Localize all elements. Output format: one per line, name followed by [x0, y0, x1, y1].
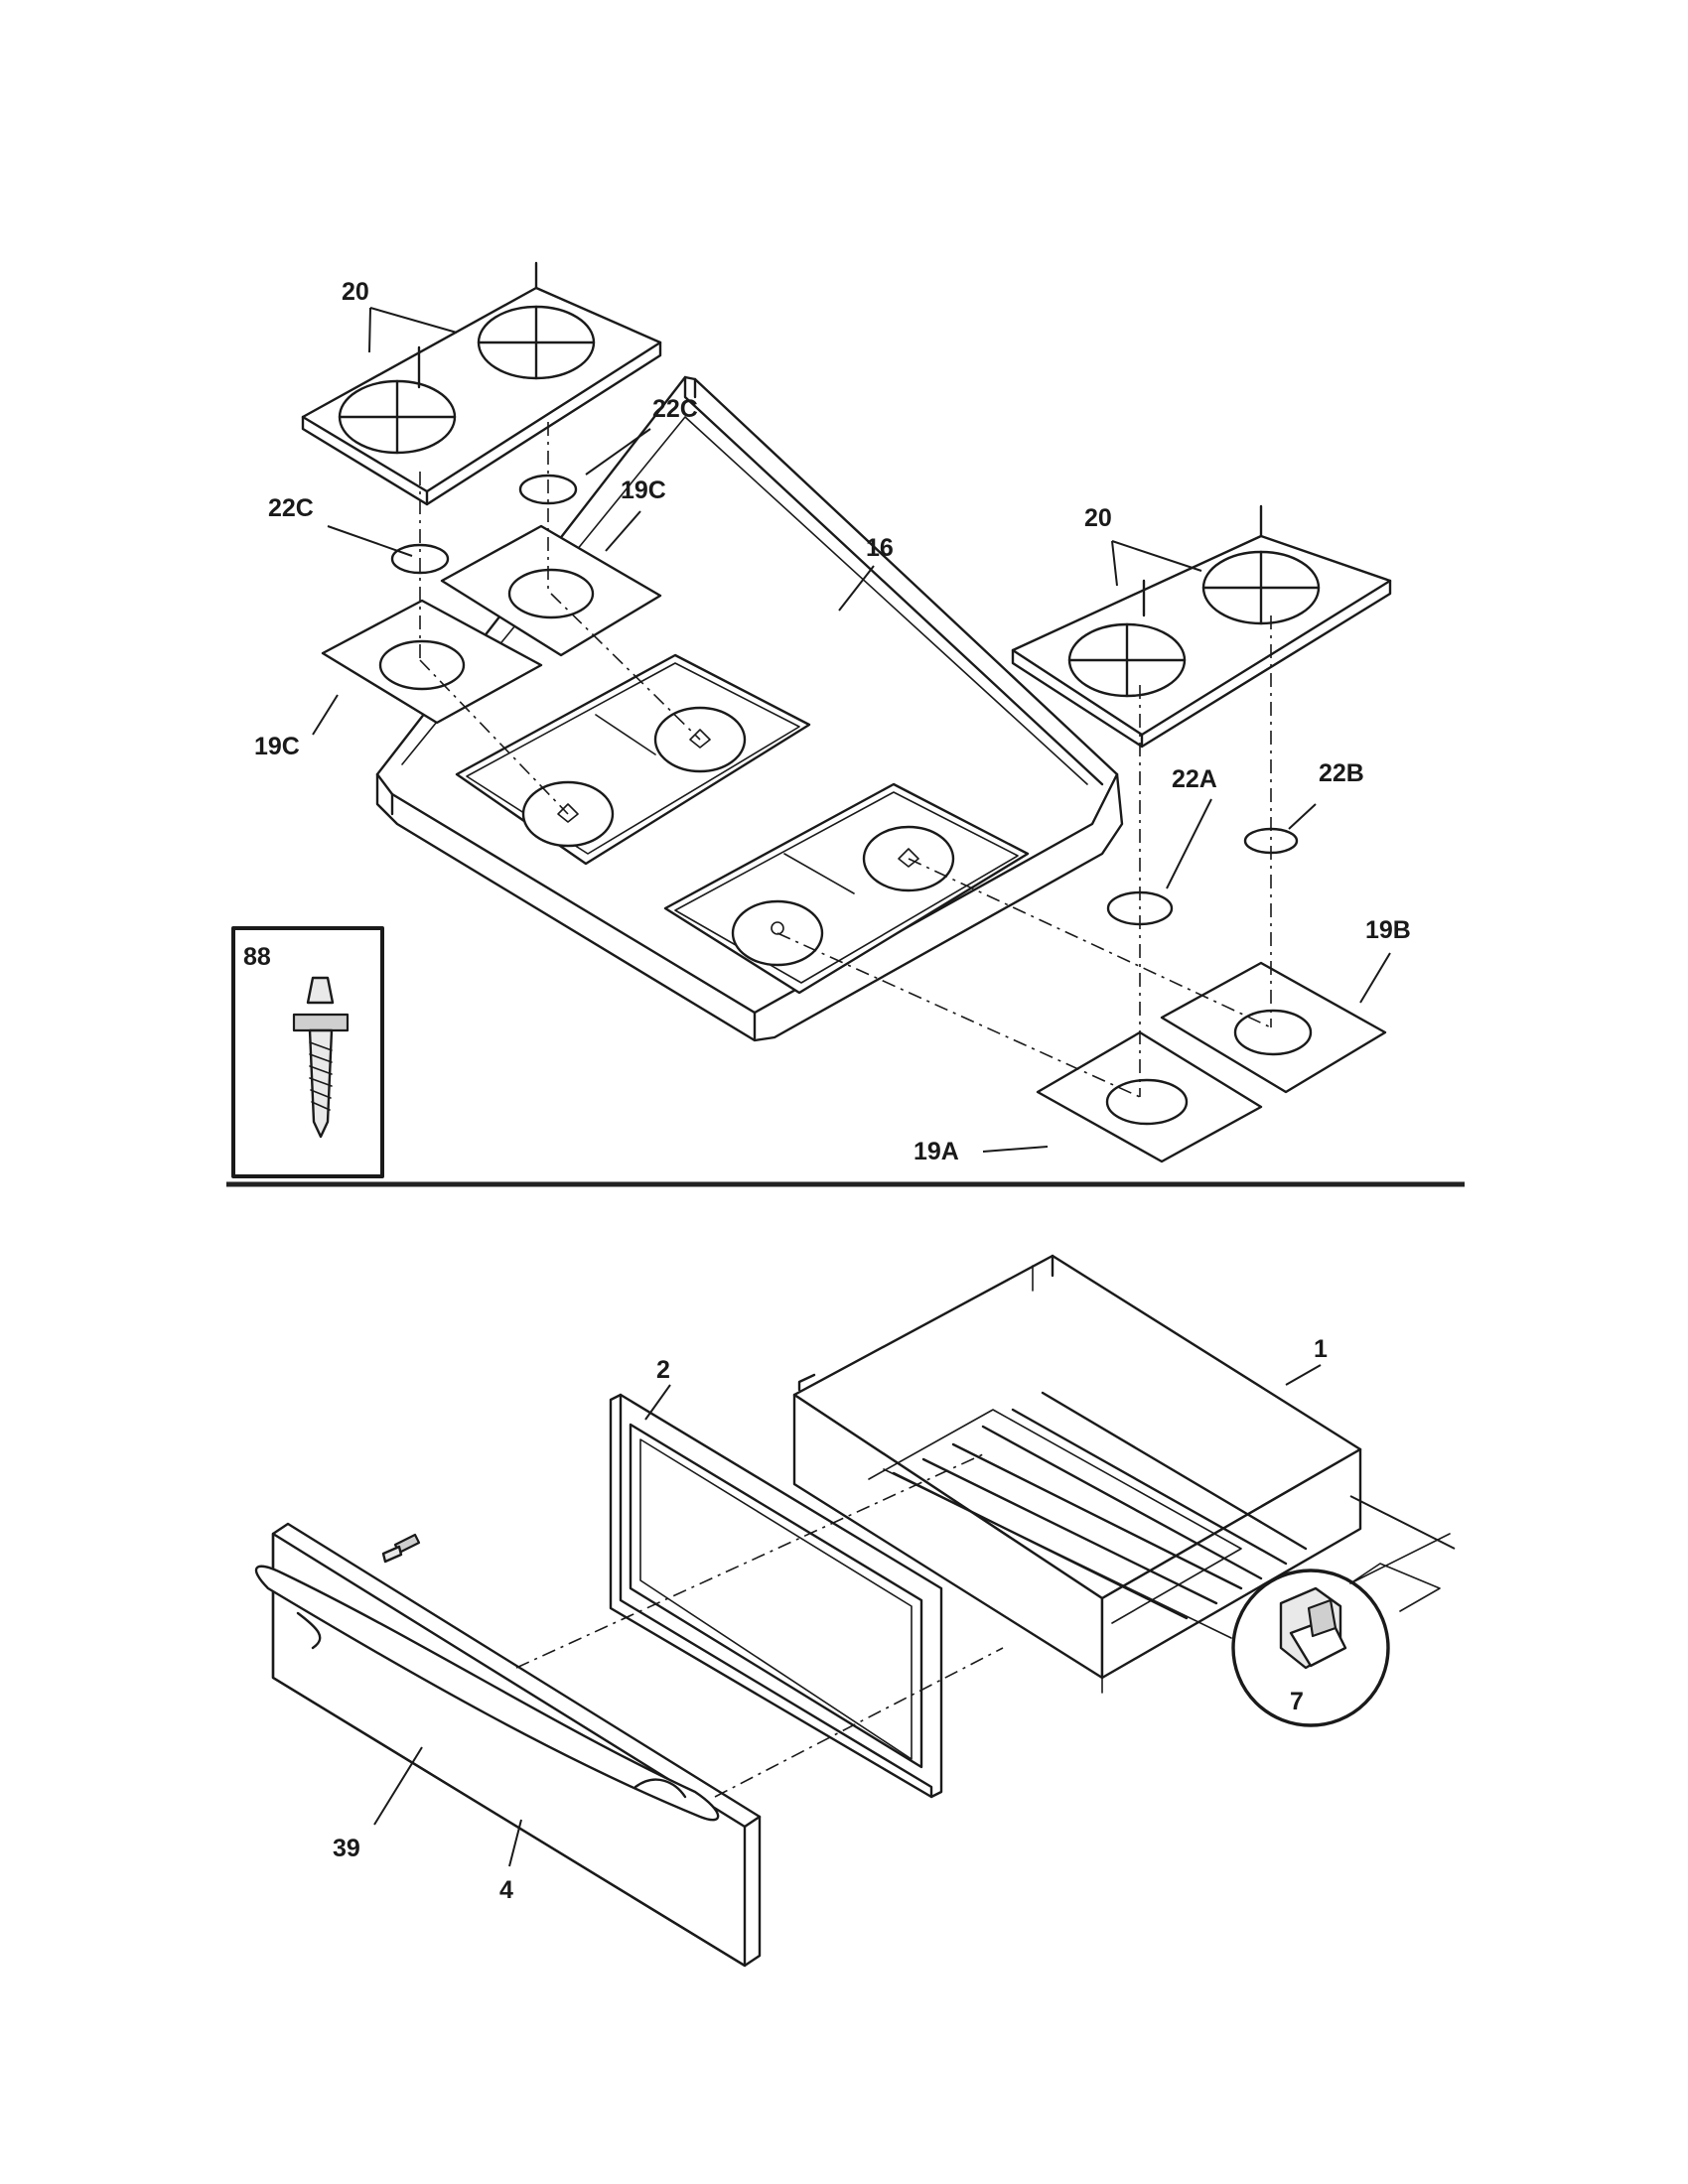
drawer-handle	[254, 1565, 720, 1822]
drawer-front-frame	[609, 1393, 943, 1799]
callout-labels: 20 22C 22C 19C 16 20 19C 22A 22B 88 19B …	[243, 278, 1411, 1904]
drawer-body	[792, 1254, 1362, 1694]
drip-pan-19b	[1160, 961, 1387, 1094]
callout-16: 16	[866, 534, 894, 562]
drip-pan-19c-upper	[440, 524, 662, 657]
inset-7	[1231, 1533, 1451, 1727]
callout-39: 39	[333, 1835, 360, 1862]
alignment-lines	[419, 422, 1272, 1098]
callout-2: 2	[656, 1356, 670, 1384]
callout-7: 7	[1290, 1688, 1304, 1715]
cooktop-top	[375, 375, 1124, 1042]
callout-19c-upper: 19C	[621, 477, 666, 504]
lower-alignment-lines	[515, 1453, 1004, 1798]
callout-88: 88	[243, 943, 271, 971]
callout-22c-left: 22C	[268, 494, 314, 522]
upper-leaders	[312, 307, 1391, 1153]
burner-grate-right	[1011, 504, 1392, 749]
callout-1: 1	[1314, 1335, 1328, 1363]
drip-pans	[321, 524, 1387, 1163]
callout-19c-lower: 19C	[254, 733, 300, 760]
drip-pan-19c-lower	[321, 599, 543, 725]
inset-88	[231, 926, 384, 1178]
callout-22b: 22B	[1319, 759, 1364, 787]
callout-20-left: 20	[342, 278, 369, 306]
drip-pan-19a	[1036, 1030, 1263, 1163]
drawer-screw	[381, 1533, 421, 1564]
callout-22a: 22A	[1172, 765, 1217, 793]
burner-grate-left	[301, 261, 662, 506]
callout-22c-upper: 22C	[652, 395, 698, 423]
lower-leaders	[373, 1364, 1456, 1867]
callout-4: 4	[499, 1876, 513, 1904]
callout-20-right: 20	[1084, 504, 1112, 532]
callout-19a: 19A	[914, 1138, 959, 1165]
callout-19b: 19B	[1365, 916, 1411, 944]
